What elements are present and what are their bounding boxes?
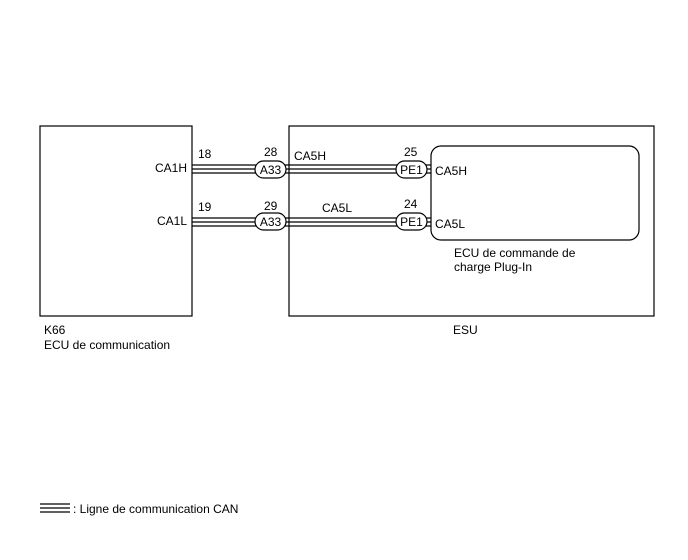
ecu-charge-pin-low: CA5L xyxy=(435,217,465,231)
pin-number-18: 18 xyxy=(198,147,212,161)
connector-a33-low-label: A33 xyxy=(260,215,282,229)
connector-pe1-low-label: PE1 xyxy=(400,215,423,229)
ecu-communication-pin-high: CA1H xyxy=(155,161,187,175)
connector-pe1-high-label: PE1 xyxy=(400,163,423,177)
connector-a33-high-label: A33 xyxy=(260,163,282,177)
ecu-charge-name-line1: ECU de commande de xyxy=(454,246,576,260)
legend-text: : Ligne de communication CAN xyxy=(73,502,238,516)
connector-a33-low xyxy=(254,212,287,231)
ecu-charge-name-line2: charge Plug-In xyxy=(454,260,532,274)
pin-number-24: 24 xyxy=(404,197,418,211)
esu-label: ESU xyxy=(453,323,478,337)
wire-name-ca5l: CA5L xyxy=(322,201,352,215)
ecu-charge-pin-high: CA5H xyxy=(435,164,467,178)
esu-box xyxy=(288,125,655,317)
can-low-line xyxy=(192,217,431,227)
legend-can-line-icon xyxy=(40,503,70,513)
pin-number-29: 29 xyxy=(264,199,278,213)
ecu-communication-code: K66 xyxy=(44,323,66,337)
pin-number-28: 28 xyxy=(264,145,278,159)
ecu-charge-box xyxy=(430,145,640,241)
connector-a33-high xyxy=(254,160,287,179)
connector-pe1-high xyxy=(395,160,428,179)
wire-name-ca5h: CA5H xyxy=(294,149,326,163)
pin-number-19: 19 xyxy=(198,200,212,214)
connector-pe1-low xyxy=(395,212,428,231)
ecu-communication-box xyxy=(39,125,193,317)
ecu-communication-pin-low: CA1L xyxy=(157,214,187,228)
can-high-line xyxy=(192,164,431,174)
ecu-communication-name: ECU de communication xyxy=(44,338,170,352)
pin-number-25: 25 xyxy=(404,145,418,159)
